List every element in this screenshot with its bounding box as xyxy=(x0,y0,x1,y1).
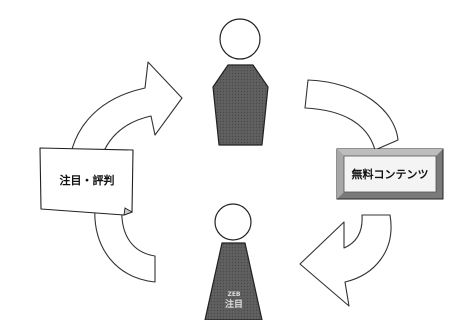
arrow-bottom-left xyxy=(94,204,156,283)
top-person-head xyxy=(219,18,261,60)
right-box-face xyxy=(343,155,437,193)
right-box-bevel-left xyxy=(337,149,344,199)
bottom-figure-badge-small: ZEB xyxy=(227,291,240,298)
bottom-person-figure: ZEB 注目 xyxy=(204,203,263,320)
right-box: 無料コンテンツ xyxy=(336,148,444,200)
left-note-label: 注目・評判 xyxy=(60,173,115,187)
bottom-figure-badge-large: 注目 xyxy=(225,298,243,310)
right-box-bevel-top xyxy=(337,149,443,156)
right-box-label: 無料コンテンツ xyxy=(352,167,429,181)
bottom-person-body xyxy=(204,242,263,320)
left-note: 注目・評判 xyxy=(39,147,134,216)
left-note-fold xyxy=(123,207,134,216)
arrow-top-right xyxy=(304,79,399,151)
arrow-bottom-right xyxy=(299,214,392,307)
top-person-figure xyxy=(212,18,269,146)
bottom-person-head xyxy=(214,203,252,241)
top-person-body xyxy=(212,64,269,146)
